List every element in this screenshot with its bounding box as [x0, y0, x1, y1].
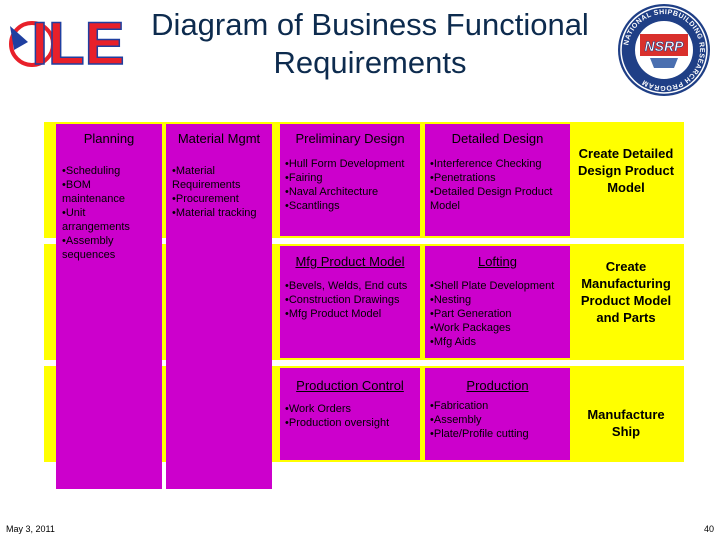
production-control-box: Production Control •Work Orders •Product… — [280, 368, 420, 460]
material-items: •Material Requirements •Procurement •Mat… — [172, 165, 257, 219]
detailed-design-items: •Interference Checking •Penetrations •De… — [430, 158, 553, 212]
lofting-box: Lofting •Shell Plate Development •Nestin… — [425, 246, 570, 358]
mfg-product-model-header: Mfg Product Model — [295, 254, 405, 269]
lofting-items: •Shell Plate Development •Nesting •Part … — [430, 280, 555, 348]
preliminary-design-header: Preliminary Design — [295, 131, 405, 146]
mfg-product-model-items: •Bevels, Welds, End cuts •Construction D… — [285, 280, 408, 320]
production-header: Production — [466, 378, 529, 393]
mfg-product-model-box: Mfg Product Model •Bevels, Welds, End cu… — [280, 246, 420, 358]
material-header: Material Mgmt — [177, 131, 261, 146]
production-control-items: •Work Orders •Production oversight — [285, 403, 390, 429]
seal-center-text: NSRP — [645, 38, 685, 54]
outcome-manufacturing-model: Create Manufacturing Product Model and P… — [580, 259, 672, 325]
ile-logo-text: ILE — [31, 10, 124, 76]
preliminary-design-items: •Hull Form Development •Fairing •Naval A… — [285, 158, 405, 212]
page-title: Diagram of Business Functional Requireme… — [151, 7, 589, 80]
planning-column: Planning •Scheduling •BOM maintenance •U… — [56, 124, 162, 489]
detailed-design-header: Detailed Design — [451, 131, 544, 146]
footer-page-number: 40 — [703, 524, 714, 534]
outcome-manufacture-ship: Manufacture Ship — [587, 407, 665, 439]
planning-header: Planning — [83, 131, 135, 146]
production-control-header: Production Control — [296, 378, 404, 393]
lofting-header: Lofting — [477, 254, 518, 269]
production-items: •Fabrication •Assembly •Plate/Profile cu… — [430, 400, 529, 440]
ile-logo: ILE — [9, 9, 125, 76]
preliminary-design-box: Preliminary Design •Hull Form Developmen… — [280, 124, 420, 236]
footer-date: May 3, 2011 — [6, 524, 55, 534]
nsrp-seal: NATIONAL SHIPBUILDING RESEARCH PROGRAM N… — [618, 4, 710, 96]
detailed-design-box: Detailed Design •Interference Checking •… — [425, 124, 570, 236]
outcome-detailed-design: Create Detailed Design Product Model — [577, 146, 675, 195]
material-column: Material Mgmt •Material Requirements •Pr… — [166, 124, 272, 489]
production-box: Production •Fabrication •Assembly •Plate… — [425, 368, 570, 460]
planning-items: •Scheduling •BOM maintenance •Unit arran… — [62, 165, 130, 261]
